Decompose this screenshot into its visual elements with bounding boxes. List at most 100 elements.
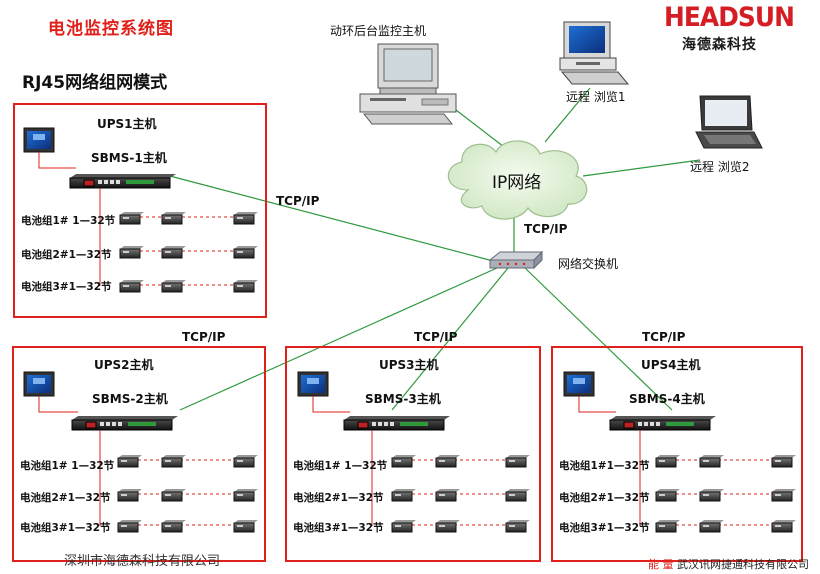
tcp-label-ups1: TCP/IP	[276, 194, 320, 208]
network-switch-icon	[488, 250, 544, 270]
battery-row-3	[391, 520, 530, 533]
battery-row-1	[391, 455, 530, 468]
page-title: 电池监控系统图	[48, 19, 174, 39]
ups2-sbms-label: SBMS-2主机	[92, 392, 168, 406]
ups1-title: UPS1主机	[97, 117, 157, 131]
tcp-label-ups2: TCP/IP	[182, 330, 226, 344]
battery-module-icon	[233, 212, 258, 225]
battery-module-icon	[233, 520, 258, 533]
battery-module-icon	[655, 520, 680, 533]
battery-module-icon	[699, 520, 724, 533]
ups2-equipment	[23, 371, 258, 533]
battery-module-icon	[655, 489, 680, 502]
ups3-group1-label: 电池组1# 1—32节	[293, 460, 388, 472]
link-switch-ups3	[391, 267, 509, 411]
battery-module-icon	[233, 280, 258, 293]
battery-module-icon	[391, 489, 416, 502]
battery-row-1	[655, 455, 796, 468]
tcp-label-ups3: TCP/IP	[414, 330, 458, 344]
sbms-unit-icon	[71, 416, 178, 431]
host-label: 动环后台监控主机	[330, 24, 427, 38]
battery-module-icon	[233, 489, 258, 502]
battery-module-icon	[233, 246, 258, 259]
ups1-sbms-label: SBMS-1主机	[91, 151, 167, 165]
battery-module-icon	[391, 520, 416, 533]
screen-cable	[38, 152, 76, 169]
battery-module-icon	[391, 455, 416, 468]
ups2-group2-label: 电池组2#1—32节	[20, 492, 111, 504]
host-pc-icon	[359, 43, 457, 125]
screen-cable	[578, 396, 616, 413]
ups2-box: UPS2主机 SBMS-2主机 电池组1# 1—32节 电池组2#1—32节 电…	[12, 346, 266, 562]
battery-row-3	[117, 520, 258, 533]
battery-module-icon	[699, 455, 724, 468]
battery-module-icon	[771, 489, 796, 502]
ups4-group1-label: 电池组1#1—32节	[559, 460, 650, 472]
network-links	[169, 87, 701, 411]
tcp-label-ups4: TCP/IP	[642, 330, 686, 344]
battery-module-icon	[435, 520, 460, 533]
ups4-title: UPS4主机	[641, 358, 701, 372]
touch-screen-icon	[23, 371, 55, 397]
ups1-group2-label: 电池组2#1—32节	[21, 249, 112, 261]
battery-module-icon	[119, 212, 144, 225]
ups2-group3-label: 电池组3#1—32节	[20, 522, 111, 534]
logo-wordmark: HEADSUN	[664, 2, 795, 33]
battery-row-2	[655, 489, 796, 502]
battery-module-icon	[119, 280, 144, 293]
tcp-label-cloud: TCP/IP	[524, 222, 568, 236]
remote-pc-1-icon	[559, 21, 630, 85]
battery-module-icon	[161, 489, 186, 502]
battery-row-2	[391, 489, 530, 502]
touch-screen-icon	[297, 371, 329, 397]
ups1-equipment	[23, 127, 258, 293]
ups3-box: UPS3主机 SBMS-3主机 电池组1# 1—32节 电池组2#1—32节 电…	[285, 346, 541, 562]
battery-module-icon	[117, 489, 142, 502]
battery-module-icon	[233, 455, 258, 468]
battery-row-1	[119, 212, 258, 225]
ups1-group3-label: 电池组3#1—32节	[21, 281, 112, 293]
link-remote2-cloud	[582, 159, 701, 177]
footer-watermark: 能 量 武汉讯网捷通科技有限公司	[648, 556, 809, 572]
battery-module-icon	[435, 455, 460, 468]
footer-watermark-dark: 武汉讯网捷通科技有限公司	[677, 558, 809, 571]
battery-module-icon	[435, 489, 460, 502]
remote2-label: 远程 浏览2	[690, 160, 750, 174]
page-subtitle: RJ45网络组网模式	[22, 73, 168, 93]
battery-row-3	[655, 520, 796, 533]
ups4-equipment	[563, 371, 796, 533]
touch-screen-icon	[563, 371, 595, 397]
sbms-unit-icon	[69, 174, 176, 189]
battery-module-icon	[505, 520, 530, 533]
ups1-box: UPS1主机 SBMS-1主机 电池组1# 1—32节 电池组2#1—32节 电…	[13, 103, 267, 318]
ups4-box: UPS4主机 SBMS-4主机 电池组1#1—32节 电池组2#1—32节 电池…	[551, 346, 803, 562]
battery-module-icon	[771, 520, 796, 533]
battery-module-icon	[771, 455, 796, 468]
ups4-sbms-label: SBMS-4主机	[629, 392, 705, 406]
battery-module-icon	[505, 489, 530, 502]
battery-module-icon	[119, 246, 144, 259]
battery-module-icon	[505, 455, 530, 468]
screen-cable	[312, 396, 350, 413]
screen-cable	[38, 396, 78, 413]
touch-screen-icon	[23, 127, 55, 153]
ups3-title: UPS3主机	[379, 358, 439, 372]
battery-module-icon	[161, 520, 186, 533]
battery-row-3	[119, 280, 258, 293]
sbms-unit-icon	[609, 416, 716, 431]
ups3-group2-label: 电池组2#1—32节	[293, 492, 384, 504]
ups-drawings	[23, 127, 796, 533]
battery-module-icon	[117, 520, 142, 533]
battery-module-icon	[117, 455, 142, 468]
battery-module-icon	[161, 280, 186, 293]
link-switch-ups2	[179, 267, 498, 411]
ups4-group3-label: 电池组3#1—32节	[559, 522, 650, 534]
battery-row-2	[117, 489, 258, 502]
ups2-title: UPS2主机	[94, 358, 154, 372]
battery-row-2	[119, 246, 258, 259]
battery-module-icon	[699, 489, 724, 502]
battery-module-icon	[161, 212, 186, 225]
battery-module-icon	[161, 246, 186, 259]
footer-company: 深圳市海德森科技有限公司	[64, 554, 221, 569]
